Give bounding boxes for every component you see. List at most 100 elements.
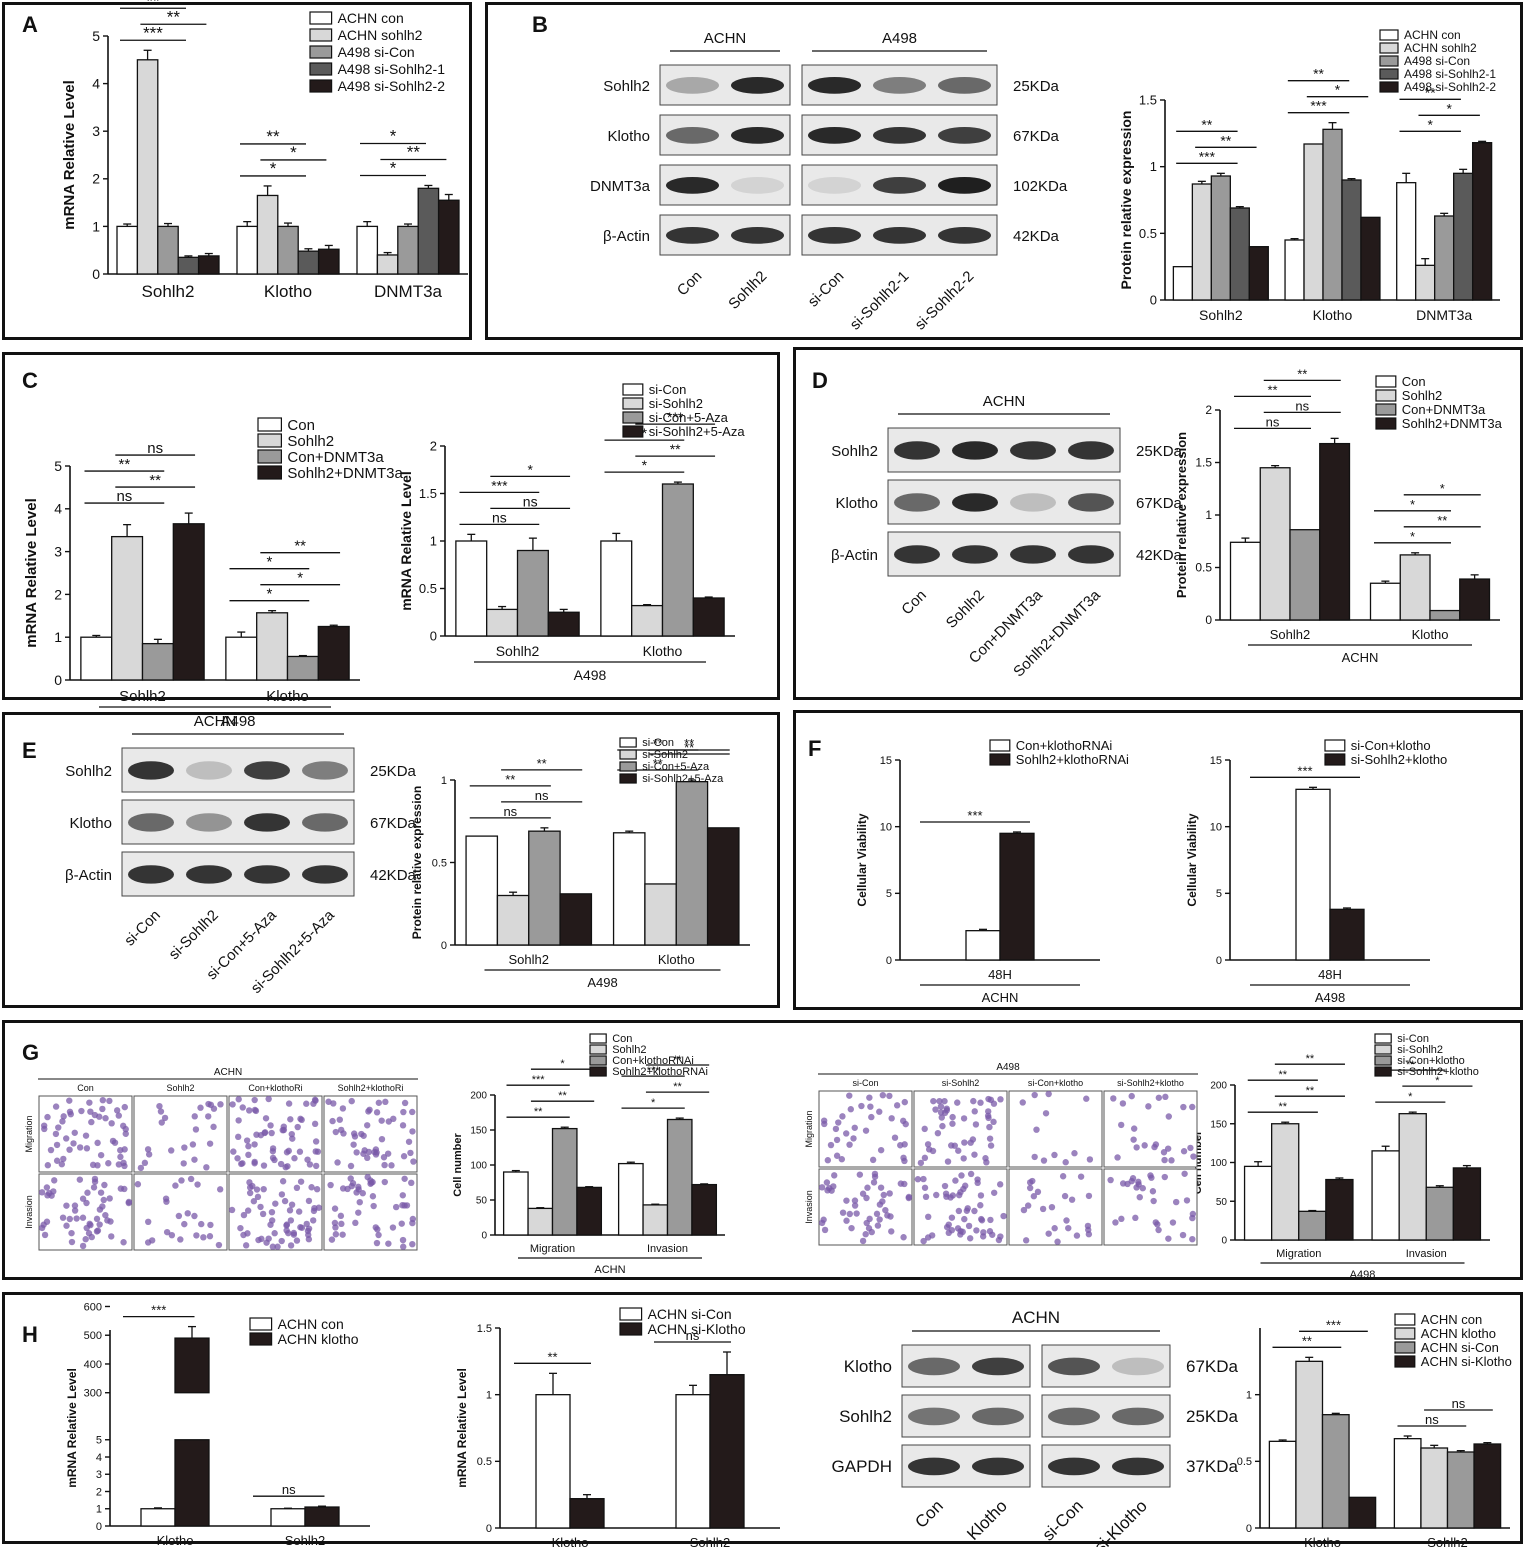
legend-swatch <box>1375 389 1397 402</box>
micrograph-cell <box>963 1207 971 1214</box>
micrograph-cell <box>888 1228 895 1235</box>
micrograph-cell <box>286 1207 294 1214</box>
micrograph-cell <box>832 1125 840 1133</box>
y-tick-label: 0 <box>1246 1523 1252 1535</box>
micrograph-cell <box>203 1164 210 1171</box>
legend-entry: ACHN con <box>338 10 404 26</box>
significance-label: ** <box>1406 1059 1415 1071</box>
legend-entry: Sohlh2 <box>1402 388 1442 403</box>
micrograph-cell <box>290 1231 298 1238</box>
micrograph-cell <box>122 1125 129 1133</box>
micrograph-cell <box>900 1234 907 1241</box>
micrograph-cell <box>398 1220 405 1227</box>
y-tick-label: 2 <box>1205 403 1212 417</box>
x-tick-label: Sohlh2 <box>1199 307 1243 323</box>
micrograph-cell <box>255 1236 262 1244</box>
y-tick-label: 1 <box>486 1390 492 1402</box>
panel-e <box>2 712 780 1008</box>
micrograph-cell <box>265 1095 272 1103</box>
significance-label: * <box>642 457 648 473</box>
significance-label: * <box>1440 481 1445 496</box>
micrograph-cell <box>868 1113 875 1121</box>
micrograph-cell <box>178 1177 185 1184</box>
legend-entry: ACHN si-Klotho <box>1421 1354 1512 1369</box>
significance-label: ns <box>282 1482 296 1497</box>
bar <box>1452 1167 1482 1241</box>
micrograph-cell <box>364 1154 371 1162</box>
micrograph-cell <box>990 1189 998 1196</box>
legend-swatch <box>589 1033 607 1044</box>
micrograph-cell <box>288 1130 295 1138</box>
micrograph-cell <box>901 1157 908 1165</box>
blot-band <box>1048 1407 1100 1426</box>
legend-swatch <box>589 1044 607 1055</box>
y-tick-label: 50 <box>476 1196 488 1207</box>
y-tick-label: 200 <box>1210 1081 1227 1092</box>
bar <box>666 1118 693 1236</box>
micrograph-cell <box>86 1099 93 1106</box>
micrograph-cell <box>99 1203 106 1210</box>
legend-swatch <box>1374 1055 1392 1066</box>
bar <box>1459 578 1491 621</box>
y-tick-label: 0 <box>1216 955 1222 967</box>
micrograph-cell <box>325 1098 332 1105</box>
blot-band <box>972 1357 1024 1376</box>
micrograph-cell <box>409 1108 416 1116</box>
micrograph-cell <box>941 1097 948 1105</box>
micrograph-cell <box>929 1147 937 1155</box>
micrograph-cell <box>41 1231 49 1239</box>
significance-label: ** <box>1279 1101 1288 1113</box>
micrograph-cell <box>206 1233 214 1240</box>
micrograph-column-label: si-Con <box>852 1078 878 1088</box>
micrograph-cell <box>285 1147 292 1155</box>
micrograph-row-label: Migration <box>24 1115 34 1152</box>
y-tick-label: 0 <box>54 672 62 688</box>
blot-band <box>908 1407 960 1426</box>
y-tick-label: 4 <box>92 76 100 92</box>
x-tick-label: Sohlh2 <box>690 1535 730 1547</box>
micrograph-cell <box>109 1137 117 1145</box>
legend-entry: A498 si-Sohlh2-2 <box>1404 80 1496 94</box>
micrograph-cell <box>971 1108 978 1115</box>
y-tick-label: 0 <box>430 629 437 644</box>
micrograph-cell <box>850 1135 857 1142</box>
y-tick-label: 2 <box>96 1486 102 1498</box>
micrograph-cell <box>399 1236 407 1244</box>
micrograph-cell <box>168 1231 176 1239</box>
micrograph-cell <box>1189 1214 1196 1222</box>
x-tick-label: Sohlh2 <box>285 1533 325 1547</box>
micrograph-cell <box>1179 1231 1187 1239</box>
micrograph-cell <box>76 1176 84 1183</box>
micrograph-cell <box>304 1156 311 1163</box>
y-axis-label: Cellular Viability <box>1185 813 1199 906</box>
micrograph-cell <box>293 1237 301 1244</box>
blot-lane-label: Sohlh2 <box>943 587 988 632</box>
micrograph-cell <box>47 1146 55 1154</box>
micrograph-cell <box>409 1128 416 1135</box>
micrograph-cell <box>58 1161 66 1168</box>
micrograph-cell <box>83 1145 91 1152</box>
blot-row-label: β-Actin <box>603 228 650 245</box>
micrograph-cell <box>960 1115 968 1122</box>
group-label: A498 <box>587 975 617 990</box>
bar <box>675 1394 711 1529</box>
micrograph-cell <box>102 1211 109 1219</box>
blot-size-label: 42KDa <box>370 867 417 884</box>
y-tick-label: 2 <box>430 439 437 454</box>
micrograph-cell <box>156 1102 163 1110</box>
y-tick-label: 0.5 <box>1237 1456 1252 1468</box>
micrograph-cell <box>1136 1193 1143 1201</box>
bar <box>1289 529 1321 621</box>
micrograph-cell <box>1161 1156 1168 1164</box>
micrograph-cell <box>283 1221 291 1228</box>
panel-label-h: H <box>22 1322 38 1347</box>
bar <box>617 1162 644 1236</box>
micrograph-cell <box>941 1182 949 1190</box>
micrograph-cell <box>239 1160 246 1167</box>
micrograph-cell <box>965 1222 973 1230</box>
micrograph-cell <box>198 1220 205 1228</box>
micrograph-cell <box>961 1139 968 1146</box>
micrograph-cell <box>884 1212 891 1219</box>
